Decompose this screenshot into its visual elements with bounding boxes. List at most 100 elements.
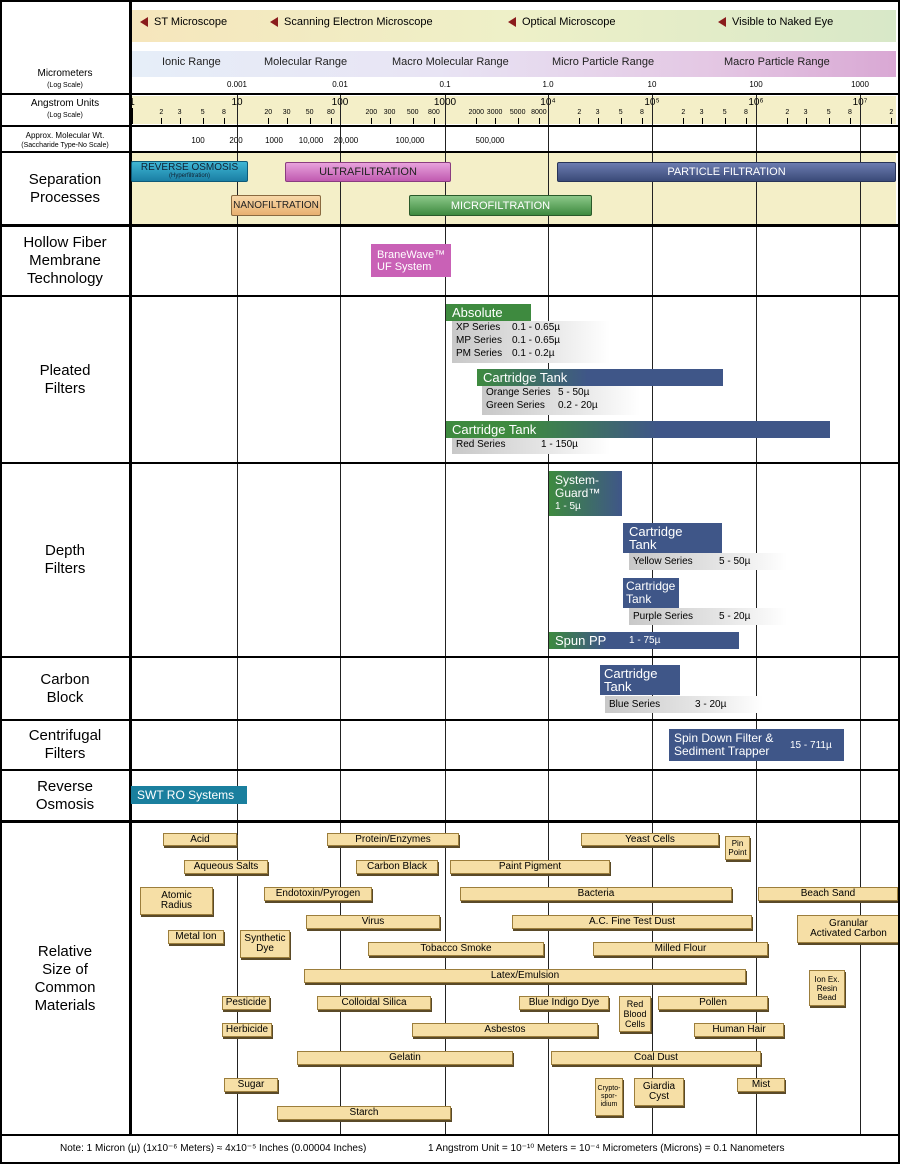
microfiltration-bar: MICROFILTRATION <box>409 195 592 216</box>
range-molecular: Molecular Range <box>264 56 348 68</box>
angstrom-minor-tick <box>724 118 726 124</box>
angstrom-minor-tick <box>805 118 807 124</box>
footnote: Note: 1 Micron (µ) (1x10⁻⁶ Meters) ≈ 4x1… <box>0 1136 900 1160</box>
angstrom-minor-tick <box>371 118 373 124</box>
category-relative-size-materials: Relative Size of Common Materials <box>34 942 96 1014</box>
category-reverse-osmosis: Reverse Osmosis <box>35 777 95 813</box>
material-label: A.C. Fine Test Dust <box>512 915 752 929</box>
angstrom-minor-tick <box>828 118 830 124</box>
angstrom-minor-tick-label: 2 <box>889 109 894 116</box>
micrometer-tick-label: 0.1 <box>439 80 451 89</box>
scope-optical: Optical Microscope <box>508 16 616 28</box>
category-carbon-block: Carbon Block <box>40 670 90 706</box>
range-micro-particle: Micro Particle Range <box>552 56 655 68</box>
category-depth-filters: Depth Filters <box>44 542 86 577</box>
angstrom-minor-tick-label: 50 <box>305 109 314 116</box>
material-label: Beach Sand <box>758 887 898 901</box>
category-pleated-filters: Pleated Filters <box>39 361 91 397</box>
angstrom-minor-tick <box>579 118 581 124</box>
material-label: Pollen <box>658 996 768 1010</box>
angstrom-minor-tick <box>389 118 391 124</box>
material-label: Ion Ex. Resin Bead <box>809 970 845 1006</box>
material-label: Mist <box>737 1078 785 1092</box>
branewave-uf-system: BraneWave™ UF System <box>371 244 451 277</box>
swt-ro-systems-bar: SWT RO Systems <box>131 786 247 804</box>
material-label: Pin Point <box>725 836 750 860</box>
angstrom-minor-tick-label: 8 <box>221 109 226 116</box>
angstrom-minor-tick-label: 2 <box>159 109 164 116</box>
micrometer-tick-label: 100 <box>749 80 763 89</box>
grid-line-3 <box>548 95 549 1135</box>
material-label: Metal Ion <box>168 930 224 944</box>
ultrafiltration-bar: ULTRAFILTRATION <box>285 162 451 182</box>
angstrom-minor-tick <box>538 118 540 124</box>
angstrom-minor-tick <box>223 118 225 124</box>
angstrom-minor-tick <box>268 118 270 124</box>
material-label: Red Blood Cells <box>619 996 651 1032</box>
arrow-left-icon <box>718 17 726 27</box>
material-label: Giardia Cyst <box>634 1078 684 1106</box>
angstrom-minor-tick-label: 800 <box>428 109 440 116</box>
material-label: Acid <box>163 833 237 846</box>
material-label: Paint Pigment <box>450 860 610 874</box>
material-label: Gelatin <box>297 1051 513 1065</box>
category-separation-processes: Separation Processes <box>28 170 102 206</box>
material-label: Synthetic Dye <box>240 930 290 958</box>
angstrom-minor-tick <box>891 118 893 124</box>
material-label: Aqueous Salts <box>184 860 268 874</box>
micrometer-tick-label: 10 <box>647 80 657 89</box>
angstrom-minor-tick <box>517 118 519 124</box>
angstrom-minor-tick <box>330 118 332 124</box>
cartridge-tank-bar-2: Cartridge Tank <box>446 421 830 438</box>
angstrom-minor-tick-label: 2000 <box>468 109 485 116</box>
angstrom-minor-tick-label: 3 <box>803 109 808 116</box>
material-label: Milled Flour <box>593 942 768 956</box>
molecular-weight-label: 100,000 <box>395 136 425 145</box>
angstrom-minor-tick <box>286 118 288 124</box>
material-label: Asbestos <box>412 1023 598 1037</box>
angstrom-minor-tick-label: 30 <box>282 109 291 116</box>
angstrom-minor-tick-label: 8 <box>743 109 748 116</box>
material-label: Colloidal Silica <box>317 996 431 1010</box>
angstrom-minor-tick-label: 3000 <box>486 109 503 116</box>
angstrom-minor-tick-label: 300 <box>383 109 396 116</box>
range-band <box>131 51 896 77</box>
material-label: Latex/Emulsion <box>304 969 746 983</box>
angstrom-minor-tick-label: 8 <box>639 109 644 116</box>
material-label: Pesticide <box>222 996 270 1010</box>
micrometer-tick-label: 1000 <box>851 80 869 89</box>
angstrom-minor-tick <box>202 118 204 124</box>
system-guard-bar: System- Guard™ 1 - 5µ <box>549 471 622 516</box>
material-label: Starch <box>277 1106 451 1120</box>
angstrom-minor-tick <box>476 118 478 124</box>
angstrom-minor-tick-label: 20 <box>264 109 273 116</box>
material-label: Atomic Radius <box>140 887 213 915</box>
material-label: Crypto- spor- idium <box>595 1078 623 1116</box>
range-macro-molecular: Macro Molecular Range <box>392 56 509 68</box>
grid-line-0 <box>237 95 238 1135</box>
grid-line-6 <box>860 95 861 1135</box>
angstrom-minor-tick-label: 5 <box>722 109 727 116</box>
material-label: Yeast Cells <box>581 833 719 846</box>
angstrom-label: Angstrom Units(Log Scale) <box>30 97 100 119</box>
molecular-weight-label: 100 <box>191 136 205 145</box>
angstrom-scale-band <box>131 96 896 124</box>
category-hollow-fiber: Hollow Fiber Membrane Technology <box>23 234 107 287</box>
grid-line-2 <box>445 95 446 1135</box>
material-label: Protein/Enzymes <box>327 833 459 846</box>
arrow-left-icon <box>270 17 278 27</box>
angstrom-minor-tick-label: 80 <box>326 109 335 116</box>
micrometer-tick-label: 1.0 <box>542 80 554 89</box>
range-ionic: Ionic Range <box>162 56 221 68</box>
angstrom-minor-tick-label: 2 <box>785 109 790 116</box>
footnote-micron: Note: 1 Micron (µ) (1x10⁻⁶ Meters) ≈ 4x1… <box>60 1142 367 1154</box>
